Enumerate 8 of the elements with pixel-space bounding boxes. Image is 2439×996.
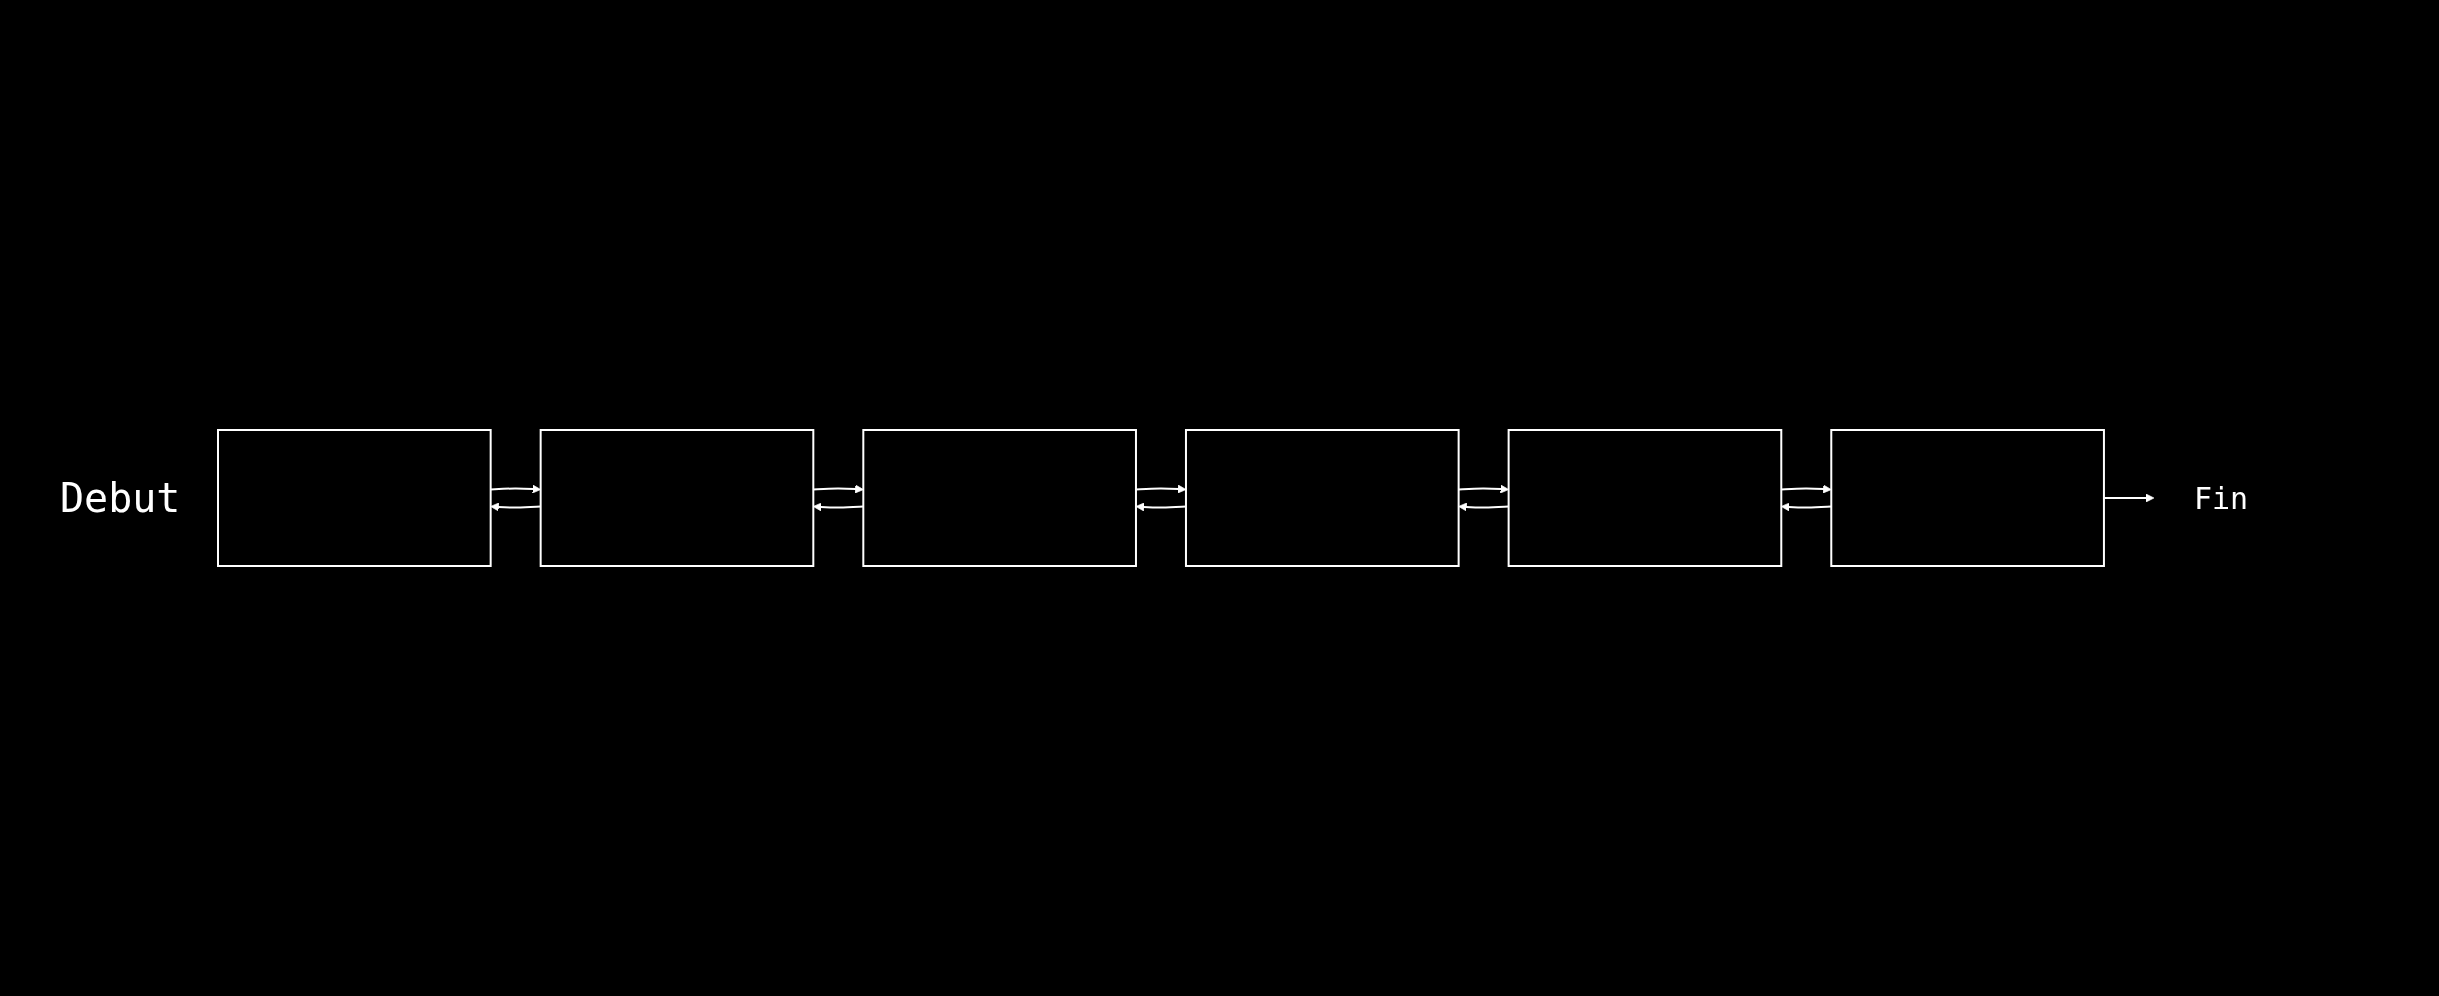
node-box bbox=[217, 429, 493, 567]
start-label: Debut bbox=[60, 475, 181, 521]
node-box bbox=[540, 429, 815, 567]
node-text: Fin bbox=[2194, 480, 2249, 516]
node-box bbox=[1185, 429, 1461, 567]
node-box bbox=[1508, 429, 1783, 567]
node-box bbox=[1830, 429, 2106, 567]
node-box bbox=[862, 429, 1138, 567]
